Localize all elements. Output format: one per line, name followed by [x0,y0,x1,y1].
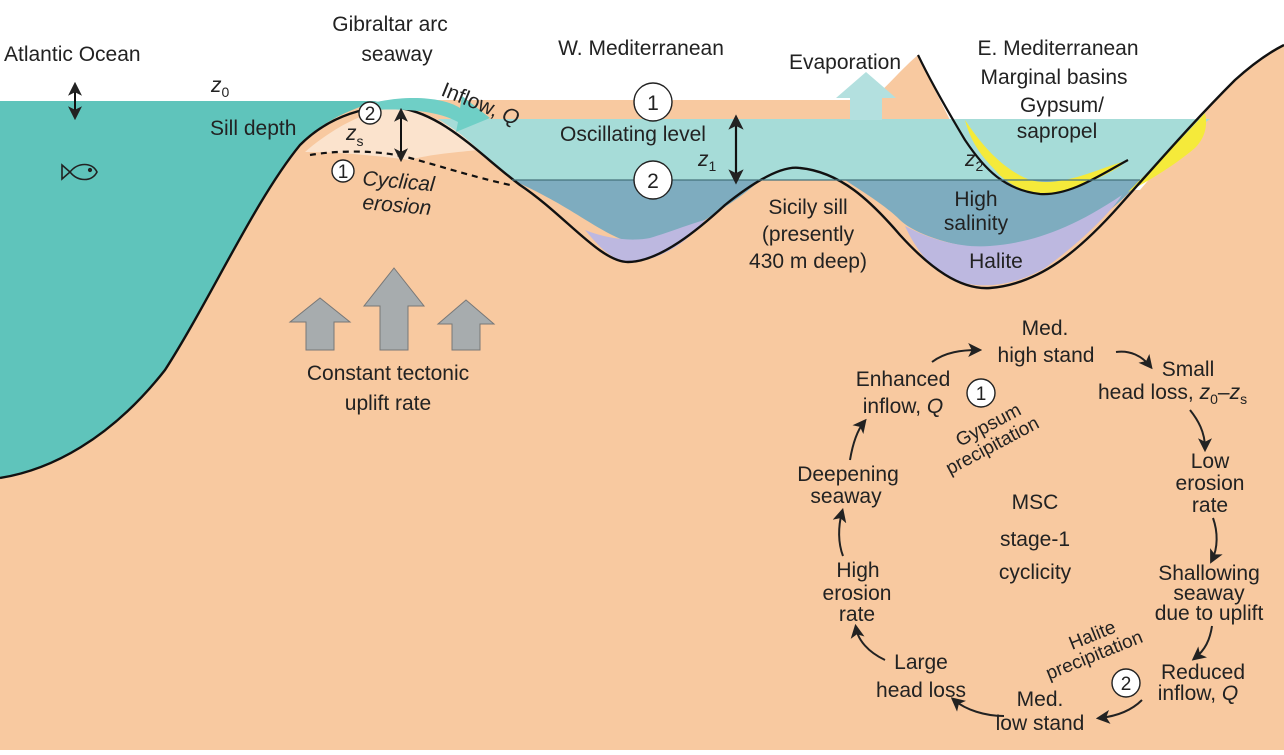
cycle-high-erosion-line3: rate [839,603,875,626]
cycle-shallowing-line3: due to uplift [1155,602,1264,625]
marker-1-level: 1 [633,82,673,122]
z0-label: z0 [210,74,230,100]
previous-sill-profile [309,150,511,187]
svg-text:1: 1 [338,162,349,183]
cycle-center-line2: stage-1 [1000,528,1070,551]
inflow-arrow [372,96,490,132]
cycle-diagram: MSC stage-1 cyclicity Med. high stand Sm… [797,317,1263,735]
gibraltar-label-line1: Gibraltar arc [332,13,448,36]
sicily-sill-label-line1: Sicily sill [768,196,847,219]
uplift-arrow-left [288,297,352,351]
cycle-low-erosion-line1: Low [1191,450,1230,473]
cycle-center-line1: MSC [1012,491,1059,514]
cycle-high-stand-line1: Med. [1022,317,1069,340]
uplift-arrow-right [436,299,496,351]
cycle-enhanced-line2: inflow, Q [863,395,944,418]
mediterranean-upper-water [438,119,1210,180]
svg-text:2: 2 [647,170,659,193]
cycle-large-loss-line1: Large [894,651,948,674]
cycle-large-loss-line2: head loss [876,679,966,702]
cycle-low-erosion-line2: erosion [1176,472,1245,495]
svg-text:2: 2 [365,104,376,125]
gypsum-label-line2: sapropel [1017,120,1098,143]
cycle-high-erosion-line2: erosion [823,582,892,605]
fish-icon [61,163,98,181]
svg-text:2: 2 [1121,674,1132,695]
cycle-arrow-largeloss-to-higherosion [850,623,886,661]
cycle-arrow-deepening-to-enhanced [849,418,867,461]
marker-2-sill: 2 [358,101,382,125]
tectonic-label-line1: Constant tectonic [307,362,469,385]
atlantic-label: Atlantic Ocean [4,43,141,66]
cycle-small-loss-line2: head loss, z0–zs [1098,381,1247,407]
high-salinity-label-line1: High [954,188,997,211]
cycle-arrow-smallloss-to-lowerosion [1189,409,1212,453]
cycle-shallowing-line1: Shallowing [1158,562,1260,585]
z1-label: z1 [697,148,717,174]
marker-1-erosion: 1 [331,159,355,183]
cycle-enhanced-line1: Enhanced [856,368,951,391]
cycle-arrow-lowerosion-to-shallowing [1210,517,1223,564]
e-med-label: E. Mediterranean [977,37,1138,60]
cycle-reduced-line1: Reduced [1161,661,1245,684]
cycle-low-stand-line2: low stand [996,712,1085,735]
cycle-high-erosion-line1: High [836,559,879,582]
cycle-arrow-reduced-to-lowstand [1095,699,1143,724]
cycle-arrow-highstand-to-smallloss [1115,350,1153,370]
cycle-low-stand-line1: Med. [1017,688,1064,711]
cycle-arrow-enhanced-to-highstand [931,343,983,363]
cycle-deepening-line1: Deepening [797,463,899,486]
gibraltar-label-line2: seaway [361,43,433,66]
evaporation-arrow [836,72,896,120]
cycle-high-stand-line2: high stand [998,344,1095,367]
marginal-basin-slope [917,54,1129,196]
gypsum-label-line1: Gypsum/ [1020,94,1104,117]
east-basin-halite [905,195,1122,286]
marker-2-level: 2 [633,160,673,200]
west-basin-halite [585,220,705,262]
evaporation-label: Evaporation [789,51,901,74]
cycle-shallowing-line2: seaway [1173,582,1245,605]
cycle-low-erosion-line3: rate [1192,494,1228,517]
svg-text:1: 1 [976,384,987,405]
cycle-center-line3: cyclicity [999,561,1072,584]
tectonic-label-line2: uplift rate [345,392,431,415]
oscillating-level-label: Oscillating level [560,123,706,146]
cycle-arrow-lowstand-to-largeloss [950,697,1005,717]
zs-label: zs [345,122,364,149]
cycle-arrow-shallowing-to-reduced [1191,625,1213,661]
atlantic-water [0,101,378,478]
sicily-sill-label-line3: 430 m deep) [749,250,867,273]
z2-label: z2 [964,148,984,174]
uplift-arrow-center [362,267,426,351]
cycle-deepening-line2: seaway [810,485,882,508]
west-basin-deep-water [512,180,760,246]
marker-1-cycle: 1 [966,378,996,408]
sea-floor-profile [0,43,1284,480]
sicily-sill-label-line2: (presently [762,223,855,246]
gypsum-lens-west [965,120,1128,194]
marker-2-cycle: 2 [1111,668,1141,698]
halite-label: Halite [969,250,1023,273]
marginal-basins-label: Marginal basins [980,66,1127,89]
gypsum-lens-east [1128,113,1207,192]
cycle-reduced-line2: inflow, Q [1158,682,1239,705]
high-salinity-label-line2: salinity [944,212,1009,235]
cycle-small-loss-line1: Small [1162,358,1215,381]
sill-depth-label: Sill depth [210,117,296,140]
w-med-label: W. Mediterranean [558,37,724,60]
cycle-arrow-higherosion-to-deepening [832,507,847,557]
svg-text:1: 1 [647,92,659,115]
